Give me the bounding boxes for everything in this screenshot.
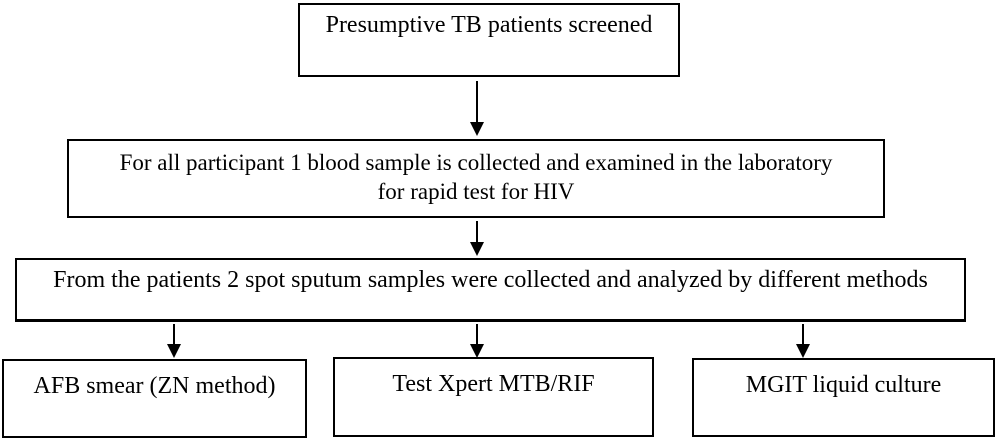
node-text: Test Xpert MTB/RIF (392, 371, 595, 397)
node-mgit-culture: MGIT liquid culture (692, 358, 995, 437)
node-sputum-samples: From the patients 2 spot sputum samples … (15, 258, 966, 322)
node-test-xpert: Test Xpert MTB/RIF (333, 357, 654, 437)
edge-sputum-to-xpert (467, 324, 487, 358)
node-text: AFB smear (ZN method) (33, 373, 276, 399)
node-blood-sample-hiv: For all participant 1 blood sample is co… (67, 139, 885, 218)
node-afb-smear: AFB smear (ZN method) (2, 359, 307, 438)
edge-sputum-to-afb (164, 324, 184, 358)
down-arrow-icon (796, 324, 810, 358)
down-arrow-icon (167, 324, 181, 358)
edge-blood-to-sputum (467, 221, 487, 256)
node-text: For all participant 1 blood sample is co… (119, 150, 833, 175)
node-presumptive-tb-screened: Presumptive TB patients screened (298, 3, 680, 77)
node-text: From the patients 2 spot sputum samples … (53, 267, 928, 293)
edge-sputum-to-mgit (793, 324, 813, 358)
down-arrow-icon (470, 221, 484, 256)
node-text: MGIT liquid culture (745, 372, 942, 398)
node-text: Presumptive TB patients screened (325, 12, 653, 38)
edge-screened-to-blood (467, 81, 487, 136)
down-arrow-icon (470, 324, 484, 358)
down-arrow-icon (470, 81, 484, 136)
node-text: for rapid test for HIV (377, 179, 575, 204)
